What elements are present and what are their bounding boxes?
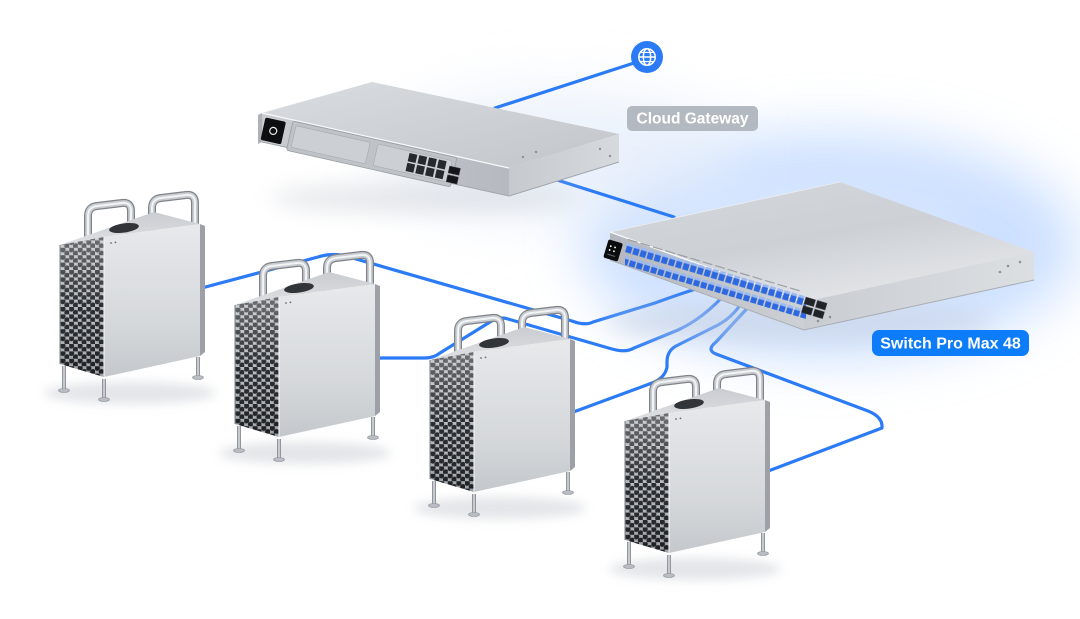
workstation-tower-2 — [219, 255, 391, 464]
switch-vent-slots — [627, 238, 803, 293]
switch-end-face — [804, 252, 1034, 330]
switch-sfp-ports — [801, 296, 828, 319]
switch-screws — [816, 260, 1022, 323]
globe-icon — [631, 41, 663, 73]
gateway-screws — [521, 147, 612, 159]
switch-port-rows — [625, 242, 806, 319]
gateway-end-face — [509, 134, 619, 196]
cable-switch-workstation-1 — [196, 252, 708, 326]
cloud-gateway-badge: Cloud Gateway — [627, 106, 758, 131]
switch-display — [603, 239, 623, 262]
gateway-top-face — [262, 82, 619, 168]
gateway-display — [260, 117, 286, 145]
cable-switch-workstation-4 — [709, 299, 884, 475]
cable-internet-gateway — [493, 61, 636, 110]
switch-bottom-edge — [609, 259, 1035, 331]
gateway-sfp-port — [447, 165, 461, 176]
gateway-top-seam — [261, 112, 510, 169]
cable-gateway-switch — [555, 178, 676, 219]
workstation-tower-4 — [609, 371, 781, 580]
switch-badge: Switch Pro Max 48 — [872, 330, 1029, 356]
workstation-tower-1 — [44, 195, 216, 404]
gateway-ports — [405, 152, 461, 185]
workstation-tower-3 — [414, 310, 586, 519]
cloud-gateway-device — [258, 82, 620, 213]
gateway-sfp-port — [445, 174, 459, 185]
switch-top-face — [610, 182, 1034, 302]
switch-badge-label: Switch Pro Max 48 — [880, 336, 1021, 353]
cloud-gateway-badge-label: Cloud Gateway — [637, 111, 749, 128]
